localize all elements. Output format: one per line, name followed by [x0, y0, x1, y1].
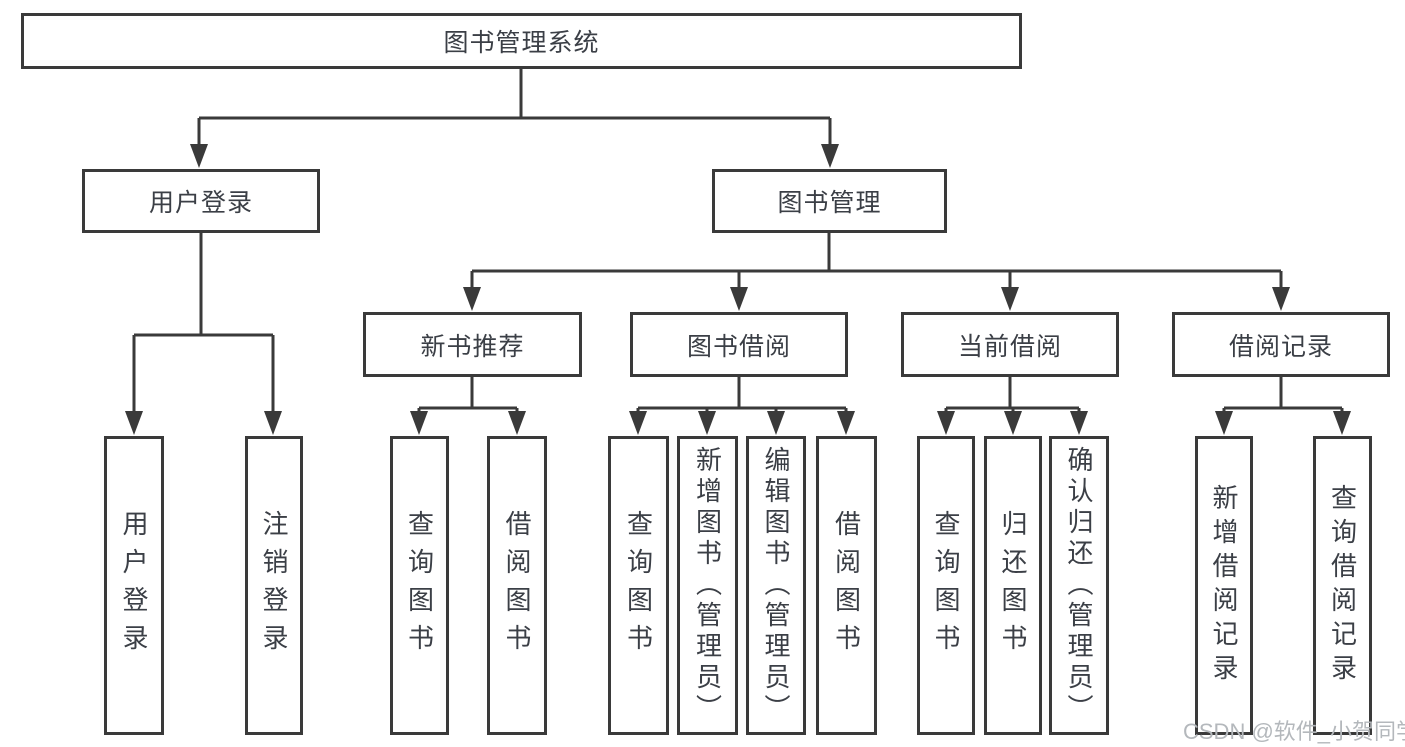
- leaf-query-books-borrow-label: 查询图书: [623, 509, 654, 662]
- node-book-borrow: 图书借阅: [630, 312, 848, 377]
- leaf-add-book-admin: 新增图书（管理员）: [677, 436, 738, 735]
- leaf-logout-label: 注销登录: [259, 509, 289, 662]
- leaf-add-borrow-record: 新增借阅记录: [1195, 436, 1253, 735]
- node-root-label: 图书管理系统: [443, 29, 600, 57]
- leaf-query-borrow-record-label: 查询借阅记录: [1327, 483, 1358, 688]
- node-new-book-recommend: 新书推荐: [363, 312, 582, 377]
- node-book-management-label: 图书管理: [777, 189, 882, 217]
- leaf-confirm-return-admin: 确认归还（管理员）: [1049, 436, 1109, 735]
- node-user-login-label: 用户登录: [148, 189, 253, 217]
- leaf-return-books-label: 归还图书: [998, 509, 1028, 662]
- node-current-borrow-label: 当前借阅: [957, 332, 1062, 361]
- node-user-login: 用户登录: [82, 169, 320, 233]
- leaf-confirm-return-admin-label: 确认归还（管理员）: [1064, 446, 1094, 725]
- leaf-borrow-books-recommend-label: 借阅图书: [502, 509, 532, 662]
- node-borrow-records-label: 借阅记录: [1228, 332, 1333, 361]
- leaf-query-borrow-record: 查询借阅记录: [1313, 436, 1372, 735]
- csdn-watermark: CSDN @软件_小贺同学: [1183, 719, 1405, 744]
- leaf-query-books-recommend: 查询图书: [390, 436, 449, 735]
- leaf-logout: 注销登录: [245, 436, 303, 735]
- node-book-borrow-label: 图书借阅: [686, 332, 791, 361]
- leaf-query-books-borrow: 查询图书: [608, 436, 669, 735]
- leaf-query-books-recommend-label: 查询图书: [404, 509, 435, 662]
- leaf-return-books: 归还图书: [984, 436, 1042, 735]
- leaf-user-login: 用户登录: [104, 436, 164, 735]
- leaf-borrow-books: 借阅图书: [816, 436, 877, 735]
- leaf-query-books-current-label: 查询图书: [931, 509, 961, 662]
- leaf-edit-book-admin: 编辑图书（管理员）: [746, 436, 806, 735]
- node-book-management: 图书管理: [712, 169, 947, 233]
- node-current-borrow: 当前借阅: [901, 312, 1119, 377]
- node-root-system: 图书管理系统: [21, 13, 1022, 69]
- leaf-edit-book-admin-label: 编辑图书（管理员）: [761, 446, 791, 725]
- node-new-book-recommend-label: 新书推荐: [420, 332, 525, 361]
- leaf-borrow-books-recommend: 借阅图书: [487, 436, 547, 735]
- leaf-borrow-books-label: 借阅图书: [831, 509, 862, 662]
- leaf-add-borrow-record-label: 新增借阅记录: [1209, 483, 1239, 688]
- leaf-query-books-current: 查询图书: [917, 436, 975, 735]
- leaf-user-login-label: 用户登录: [119, 509, 149, 662]
- node-borrow-records: 借阅记录: [1172, 312, 1390, 377]
- leaf-add-book-admin-label: 新增图书（管理员）: [692, 446, 723, 725]
